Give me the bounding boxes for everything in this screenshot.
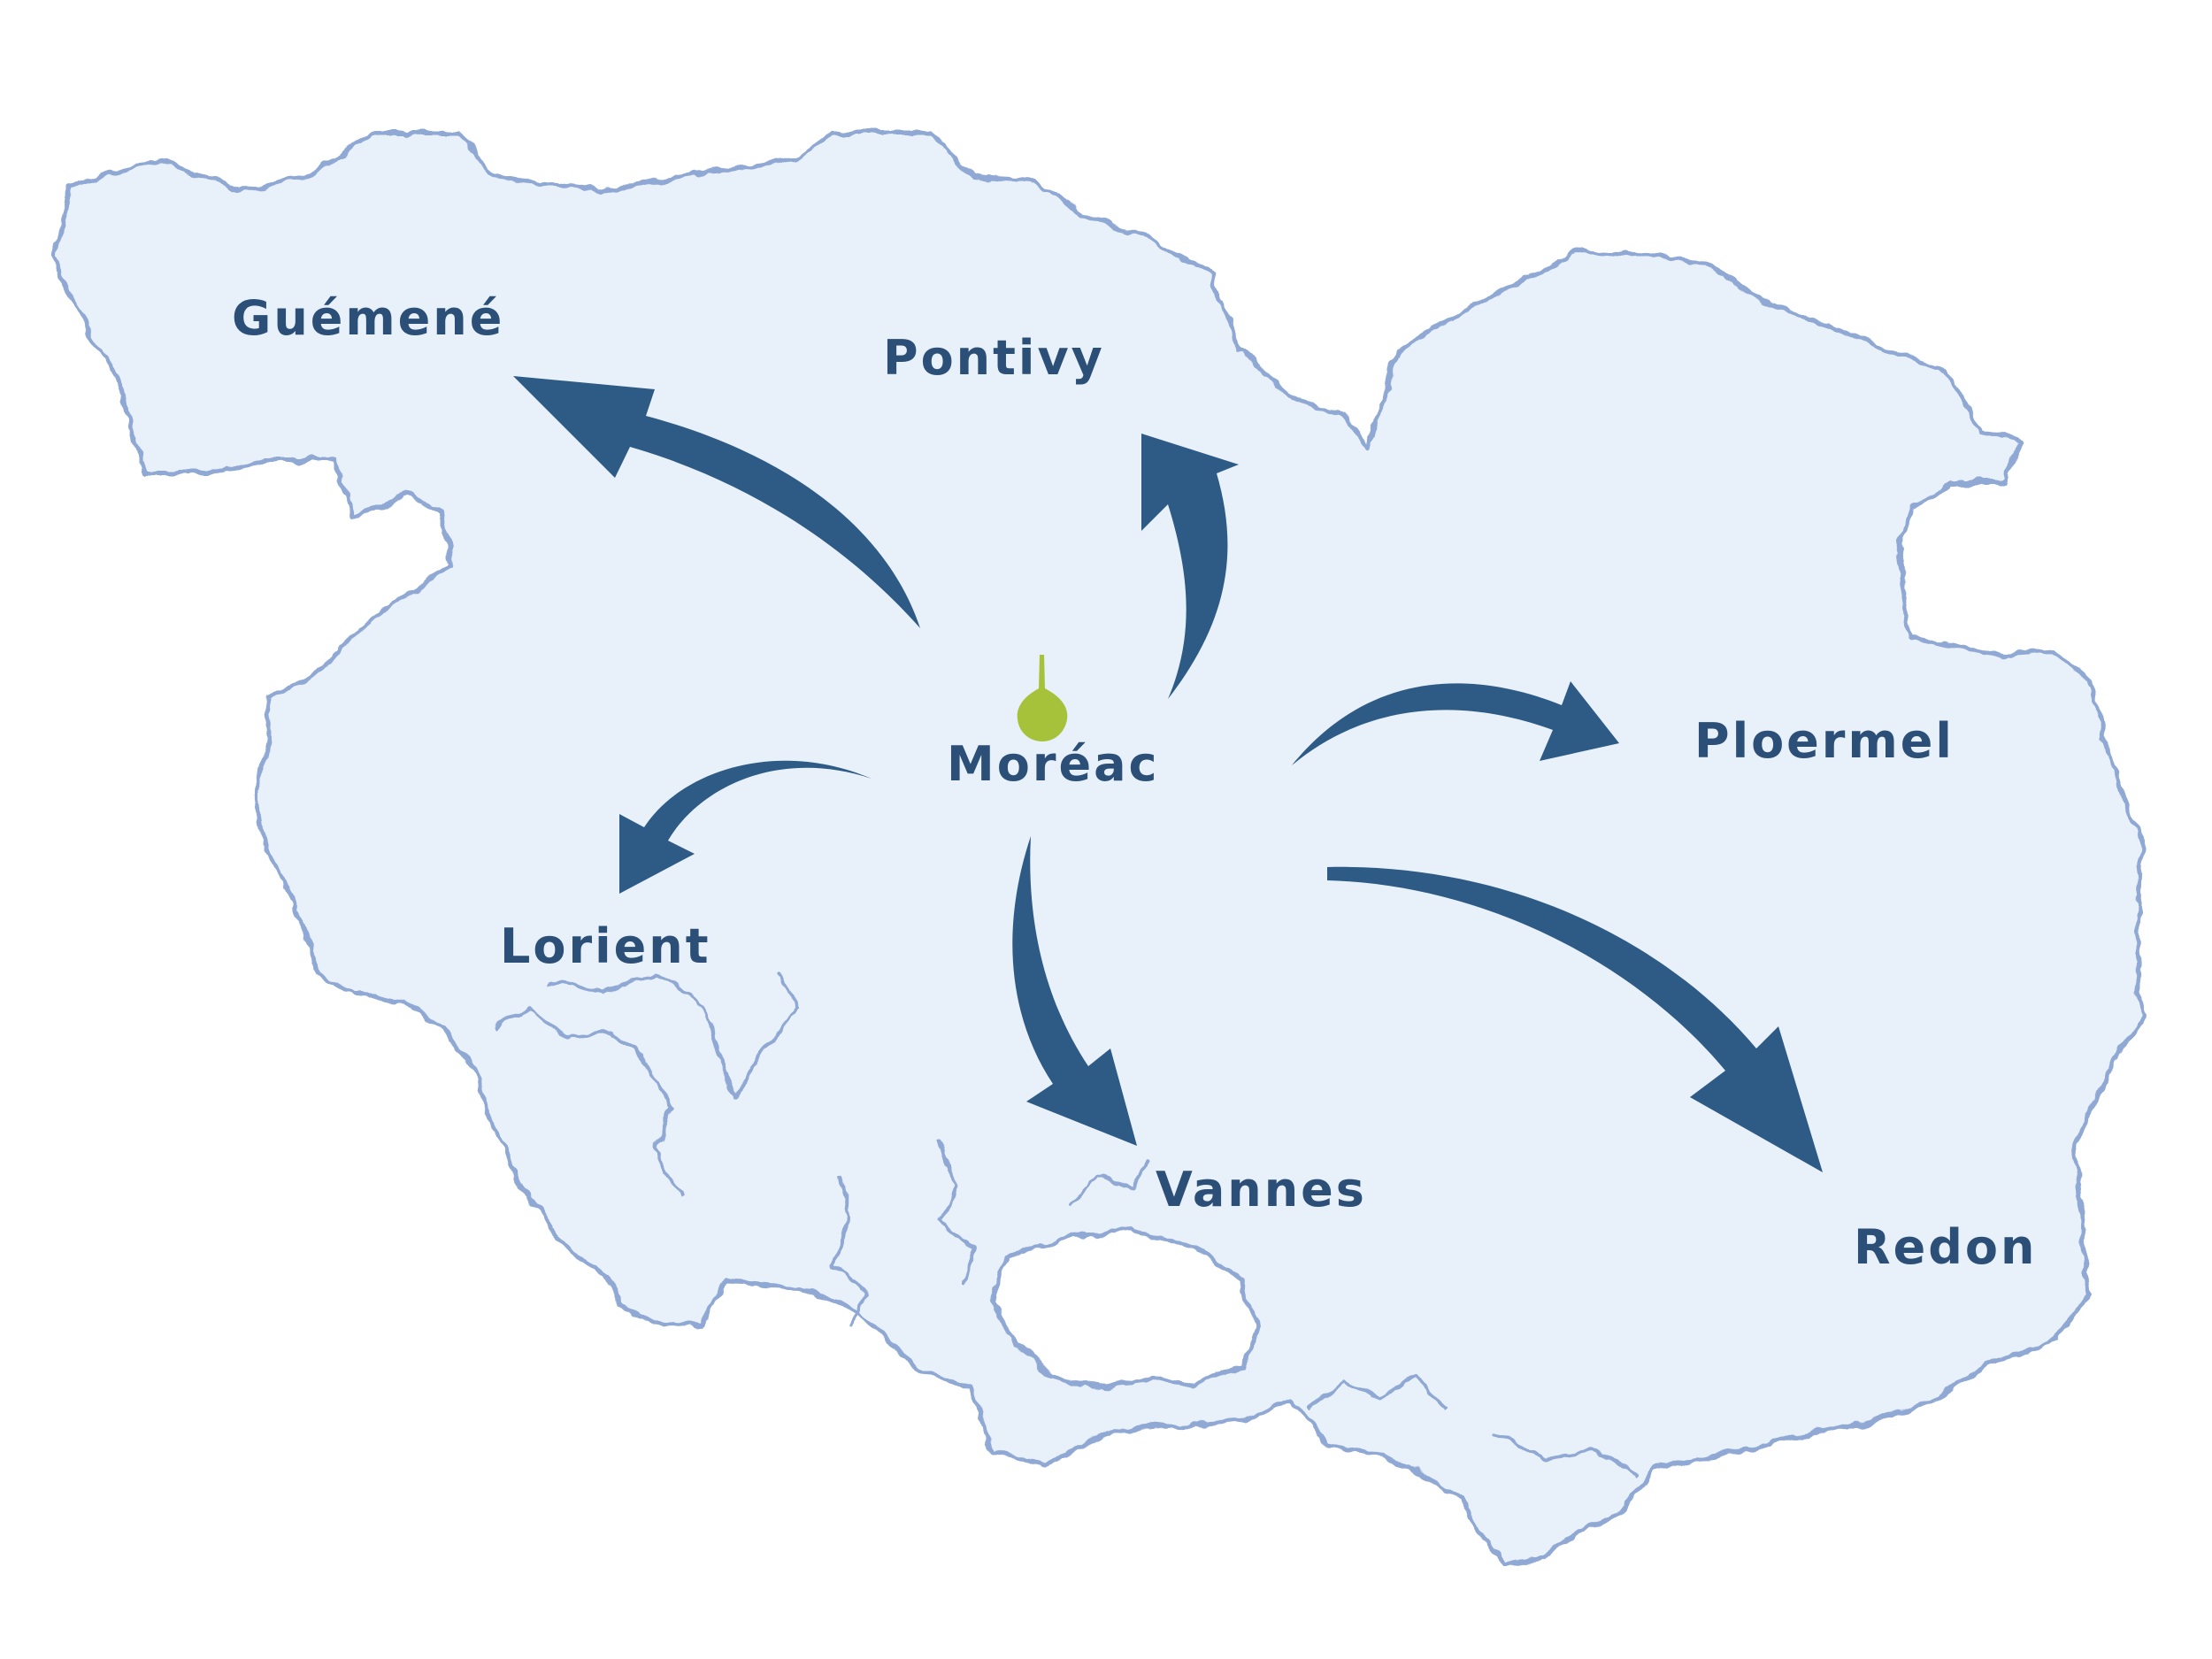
- arrow-to-vannes: [1012, 836, 1137, 1146]
- gulf-water: [988, 1227, 1259, 1392]
- arrow-to-ploermel-head: [1292, 681, 1619, 765]
- route-arrows: [513, 376, 1823, 1172]
- city-label-ploermel: Ploermel: [1694, 713, 1955, 769]
- city-label-pontivy: Pontivy: [883, 330, 1105, 386]
- city-label-vannes: Vannes: [1156, 1162, 1367, 1217]
- arrow-to-guemene: [513, 376, 920, 628]
- city-labels: Moréac Guémené Pontivy Ploermel Lorient …: [232, 290, 2037, 1275]
- city-label-redon: Redon: [1854, 1219, 2037, 1275]
- city-label-lorient: Lorient: [500, 918, 711, 974]
- city-label-guemene: Guémené: [232, 290, 504, 346]
- arrow-to-pontivy: [1141, 434, 1239, 699]
- city-label-center: Moréac: [947, 736, 1160, 792]
- coastline-inlets: [494, 972, 1639, 1475]
- department-land: [50, 130, 2144, 1569]
- location-pin-icon: [1017, 655, 1068, 741]
- arrow-to-redon: [1327, 866, 1823, 1172]
- arrow-to-lorient: [619, 760, 872, 894]
